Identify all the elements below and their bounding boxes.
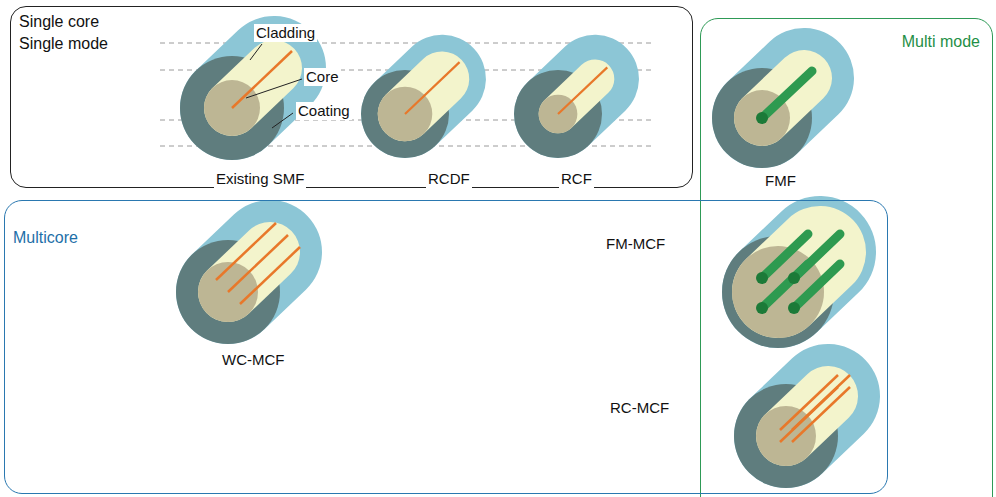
group-box: Multicore bbox=[4, 200, 888, 494]
fiber-rcdf bbox=[361, 62, 460, 158]
group-title: Multi mode bbox=[902, 31, 980, 53]
leader-lines bbox=[246, 44, 302, 128]
part-label: Cladding bbox=[254, 24, 317, 42]
fiber-label: FM-MCF bbox=[604, 235, 667, 253]
fiber-smf bbox=[180, 51, 292, 160]
group-box: Multi mode bbox=[700, 18, 993, 497]
fiber-label: RCDF bbox=[426, 170, 472, 188]
group-box: Single core Single mode bbox=[10, 6, 693, 188]
fiber-rc-mcf bbox=[734, 375, 850, 488]
part-label: Coating bbox=[296, 102, 352, 120]
fiber-label: Existing SMF bbox=[214, 170, 306, 188]
fiber-fmf bbox=[712, 68, 812, 168]
group-title: Single core Single mode bbox=[19, 11, 123, 55]
group-title: Multicore bbox=[13, 227, 78, 249]
fiber-wc-mcf bbox=[176, 223, 300, 344]
fiber-label: FMF bbox=[763, 172, 798, 190]
part-label: Core bbox=[304, 68, 341, 86]
fiber-label: WC-MCF bbox=[220, 351, 286, 369]
fiber-fm-mcf bbox=[722, 234, 840, 348]
fiber-label: RCF bbox=[559, 170, 594, 188]
fiber-label: RC-MCF bbox=[608, 399, 671, 417]
fiber-rcf bbox=[514, 67, 607, 158]
